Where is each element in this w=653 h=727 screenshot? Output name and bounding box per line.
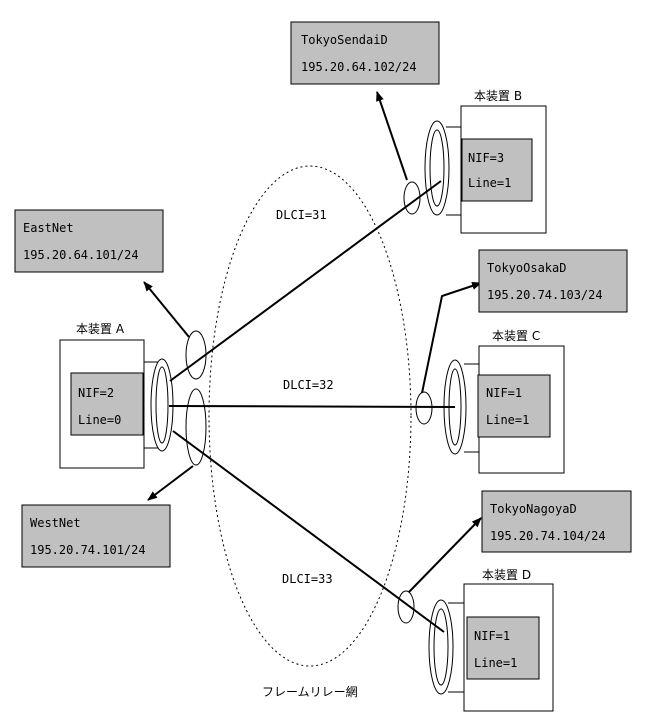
- net-west-name: WestNet: [30, 516, 81, 530]
- arrow-osaka: [421, 282, 482, 394]
- arrow-east: [143, 281, 190, 338]
- device-b-line: Line=1: [468, 176, 511, 190]
- device-a-title: 本装置 A: [76, 322, 125, 336]
- pvc-line-d: [172, 430, 445, 633]
- device-b: 本装置 B NIF=3 Line=1: [403, 89, 547, 234]
- net-osaka-name: TokyoOsakaD: [487, 261, 566, 275]
- net-sendai-addr: 195.20.64.102/24: [301, 60, 417, 74]
- device-a-line: Line=0: [78, 413, 121, 427]
- device-d-line: Line=1: [474, 656, 517, 670]
- device-c-line: Line=1: [486, 413, 529, 427]
- device-d-port: [397, 590, 415, 624]
- device-d-nif: NIF=1: [474, 629, 510, 643]
- device-a: 本装置 A NIF=2 Line=0: [59, 322, 207, 469]
- device-c-nif: NIF=1: [486, 386, 522, 400]
- frame-relay-cloud: [208, 165, 412, 667]
- net-box-east: EastNet 195.20.64.101/24: [14, 209, 164, 273]
- net-box-nagoya: TokyoNagoyaD 195.20.74.104/24: [481, 490, 632, 553]
- device-c: 本装置 C NIF=1 Line=1: [415, 329, 565, 474]
- arrow-west: [147, 465, 194, 501]
- net-west-addr: 195.20.74.101/24: [30, 543, 146, 557]
- net-osaka-addr: 195.20.74.103/24: [487, 288, 603, 302]
- net-east-addr: 195.20.64.101/24: [23, 248, 139, 262]
- arrow-nagoya: [408, 517, 482, 593]
- device-c-title: 本装置 C: [492, 329, 540, 343]
- pvc-line-b: [169, 180, 442, 382]
- dlci-label-b: DLCI=31: [276, 208, 327, 222]
- net-nagoya-name: TokyoNagoyaD: [490, 502, 577, 516]
- pvc-line-c: [168, 405, 456, 408]
- net-box-sendai: TokyoSendaiD 195.20.64.102/24: [290, 21, 440, 85]
- dlci-label-c: DLCI=32: [283, 378, 334, 392]
- device-a-port-b: [185, 330, 207, 380]
- device-d: 本装置 D NIF=1 Line=1: [397, 568, 554, 712]
- device-b-nif: NIF=3: [468, 151, 504, 165]
- device-a-port-d: [185, 388, 207, 466]
- device-c-port: [415, 391, 433, 425]
- net-east-name: EastNet: [23, 221, 74, 235]
- net-box-west: WestNet 195.20.74.101/24: [21, 504, 171, 568]
- device-b-title: 本装置 B: [474, 89, 522, 103]
- net-nagoya-addr: 195.20.74.104/24: [490, 529, 606, 543]
- device-a-nif: NIF=2: [78, 386, 114, 400]
- arrow-sendai: [376, 91, 408, 181]
- net-box-osaka: TokyoOsakaD 195.20.74.103/24: [478, 249, 628, 313]
- net-sendai-name: TokyoSendaiD: [301, 33, 388, 47]
- network-label: フレームリレー網: [262, 685, 358, 699]
- device-d-title: 本装置 D: [482, 568, 531, 582]
- dlci-label-d: DLCI=33: [282, 572, 333, 586]
